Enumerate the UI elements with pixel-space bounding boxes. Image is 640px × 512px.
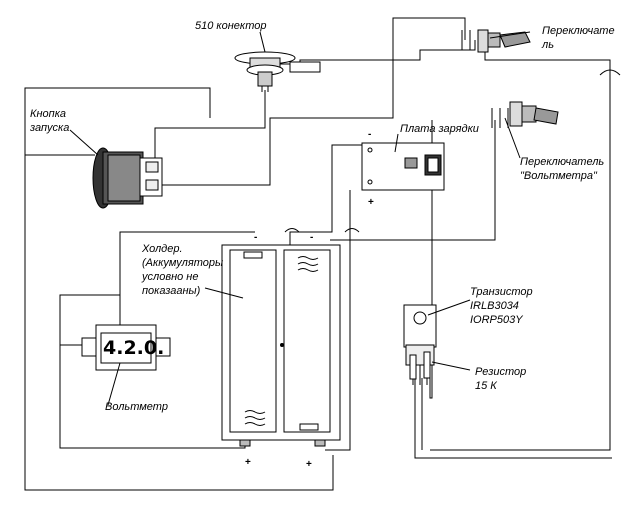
pointer-voltmeter-switch (504, 117, 521, 159)
wire-crossover (599, 69, 621, 76)
holder-right-minus-sign: - (310, 232, 314, 243)
connector-510 (234, 51, 321, 92)
pointer-charging-board (394, 133, 399, 153)
label-holder-line1: Холдер. (142, 243, 183, 255)
board-minus-sign: - (368, 129, 372, 140)
label-transistor-line2: IRLB3034 (470, 300, 519, 312)
pointer-start-button (69, 129, 99, 156)
pointer-voltmeter (107, 362, 121, 406)
label-start-button-line1: Кнопка (30, 108, 67, 120)
charging-board (361, 142, 445, 191)
wire-transistor-3 (429, 120, 433, 399)
label-main-switch-line1: Переключате (542, 25, 615, 37)
wire-board-minus (289, 144, 368, 245)
label-charging-board: Плата зарядки (400, 123, 479, 135)
wire-510-button (154, 90, 266, 158)
label-main-switch-line2: ль (542, 39, 554, 51)
label-510-connector: 510 конектор (195, 20, 267, 32)
label-resistor-line1: Резистор (475, 366, 527, 378)
voltmeter-display: 4.2.0. (103, 337, 165, 359)
wire-switch-510 (299, 40, 476, 70)
label-voltmeter-switch-line1: Переключатель (520, 156, 605, 168)
pointer-510 (259, 31, 266, 53)
label-voltmeter-switch-line2: "Вольтметра" (520, 170, 597, 182)
label-transistor-line1: Транзистор (470, 286, 533, 298)
label-transistor-line3: IORP503Y (470, 314, 523, 326)
label-holder-line2: (Аккумуляторы (142, 257, 224, 269)
wire-voltmeter-left (59, 294, 120, 346)
pointer-main-switch (489, 31, 531, 39)
wire-button-switch (160, 17, 466, 186)
label-holder-line4: показааны) (142, 285, 201, 297)
transistor (403, 304, 437, 385)
battery-holder (221, 244, 341, 447)
wire-switch-right (430, 40, 611, 451)
wire-crossover-2 (284, 228, 300, 233)
pointer-resistor (431, 361, 471, 371)
label-start-button-line2: запуска (30, 122, 70, 134)
holder-right-plus-sign: + (306, 459, 312, 470)
wire-outer-bottom (24, 155, 334, 491)
board-plus-sign: + (368, 197, 374, 208)
label-holder-line3: условно не (142, 271, 199, 283)
holder-left-plus-sign: + (245, 457, 251, 468)
pointer-holder (204, 287, 244, 299)
voltmeter (81, 324, 171, 371)
wire-transistor-1 (414, 378, 612, 459)
wire-voltmeter-switch (330, 120, 496, 241)
pointer-transistor (427, 299, 471, 316)
label-voltmeter: Вольтметр (105, 401, 168, 413)
wire-board-plus (325, 190, 351, 451)
voltmeter-switch (491, 101, 559, 128)
wire-button-outer (24, 87, 211, 156)
holder-left-minus-sign: - (254, 232, 258, 243)
wire-crossover-3 (344, 228, 360, 233)
label-resistor-line2: 15 К (475, 380, 497, 392)
start-button (92, 147, 163, 209)
